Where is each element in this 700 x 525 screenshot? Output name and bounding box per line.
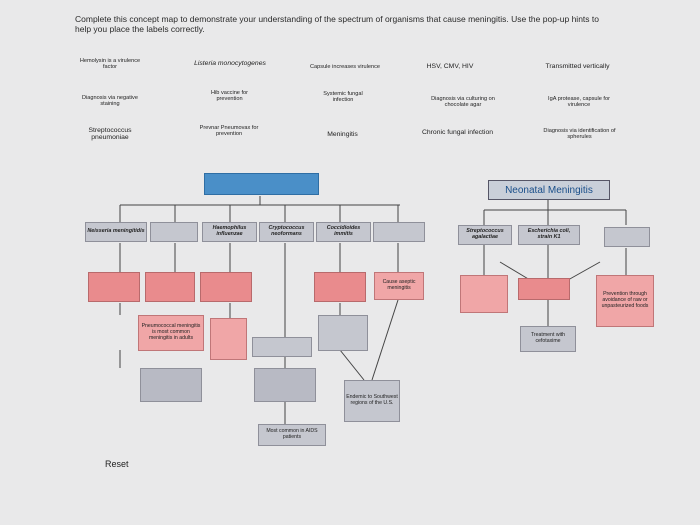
label-meningitis[interactable]: Meningitis: [327, 131, 358, 138]
instructions-text: Complete this concept map to demonstrate…: [75, 14, 599, 34]
drop-target-endemic[interactable]: Endemic to Southwest regions of the U.S.: [344, 380, 400, 422]
drop-target-empty-1[interactable]: [150, 222, 198, 242]
drop-target-aids[interactable]: Most common in AIDS patients: [258, 424, 326, 446]
label-capsule-increases[interactable]: Capsule increases virulence: [310, 64, 380, 70]
drop-target-empty-3[interactable]: [604, 227, 650, 247]
neonatal-meningitis-title: Neonatal Meningitis: [488, 180, 610, 200]
label-systemic[interactable]: Systemic fungal infection: [323, 91, 363, 104]
drop-target-pneumococcal[interactable]: Pneumococcal meningitis is most common m…: [138, 315, 204, 351]
drop-target-pink-4[interactable]: [314, 272, 366, 302]
label-transmitted[interactable]: Transmitted vertically: [545, 63, 610, 70]
label-iga[interactable]: IgA protease, capsule for virulence: [548, 96, 610, 109]
drop-target-gray-4[interactable]: [254, 368, 316, 402]
label-hemolysin[interactable]: Hemolysin is a virulence factor: [79, 58, 141, 71]
drop-target-treatment[interactable]: Treatment with cefotaxime: [520, 326, 576, 352]
label-hsv[interactable]: HSV, CMV, HIV: [426, 63, 474, 70]
reset-button[interactable]: Reset: [105, 459, 129, 469]
drop-target-gray-1[interactable]: [252, 337, 312, 357]
drop-target-strep-agalactiae[interactable]: Streptococcus agalactiae: [458, 225, 512, 245]
drop-target-pink-5[interactable]: [210, 318, 247, 360]
drop-target-prevention-food[interactable]: Prevention through avoidance of raw or u…: [596, 275, 654, 327]
drop-target-pink-3[interactable]: [200, 272, 252, 302]
label-strep-pneumo[interactable]: Streptococcus pneumoniae: [88, 127, 132, 142]
drop-target-gray-2[interactable]: [318, 315, 368, 351]
drop-target-pink-2[interactable]: [145, 272, 195, 302]
drop-target-cause-aseptic[interactable]: Cause aseptic meningitis: [374, 272, 424, 300]
drop-target-meningitis[interactable]: [204, 173, 319, 195]
drop-target-ecoli[interactable]: Escherichia coli, strain K1: [518, 225, 580, 245]
drop-target-empty-2[interactable]: [373, 222, 425, 242]
drop-target-pink-neo-2[interactable]: [518, 278, 570, 300]
label-spherules[interactable]: Diagnosis via identification of spherule…: [543, 128, 616, 141]
drop-target-pink-neo-1[interactable]: [460, 275, 508, 313]
drop-target-haemophilus[interactable]: Haemophilus influenzae: [202, 222, 257, 242]
label-hib[interactable]: Hib vaccine for prevention: [211, 90, 248, 103]
label-chronic[interactable]: Chronic fungal infection: [421, 129, 494, 136]
label-gram-negative[interactable]: Diagnosis via negative staining: [82, 95, 138, 108]
drop-target-gray-3[interactable]: [140, 368, 202, 402]
label-listeria[interactable]: Listeria monocytogenes: [194, 60, 266, 67]
label-prevnar[interactable]: Prevnar Pneumovax for prevention: [199, 125, 259, 138]
drop-target-pink-1[interactable]: [88, 272, 140, 302]
label-chocolate[interactable]: Diagnosis via culturing on chocolate aga…: [431, 96, 495, 109]
drop-target-neisseria[interactable]: Neisseria meningitidis: [85, 222, 147, 242]
drop-target-coccidioides[interactable]: Coccidioides immitis: [316, 222, 371, 242]
drop-target-cryptococcus[interactable]: Cryptococcus neoformans: [259, 222, 314, 242]
